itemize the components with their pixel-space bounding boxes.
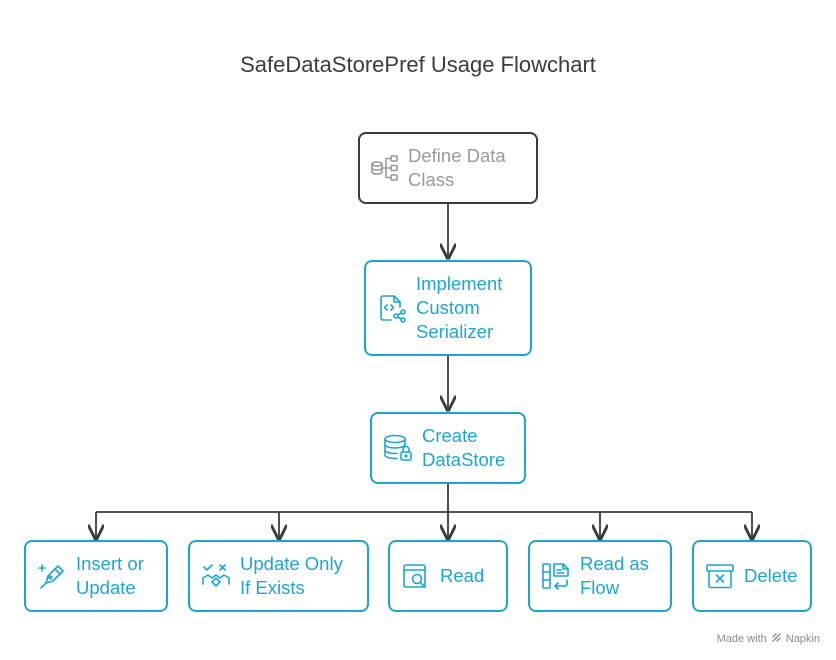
code-share-icon — [376, 292, 408, 324]
pen-plus-icon — [36, 560, 68, 592]
diagram-title: SafeDataStorePref Usage Flowchart — [240, 52, 596, 77]
node-delete: Delete — [692, 540, 812, 612]
made-with-text: Made with — [716, 633, 767, 645]
document-search-icon — [400, 560, 432, 592]
node-read: Read — [388, 540, 508, 612]
node-create-datastore: Create DataStore — [370, 412, 526, 484]
node-label: Define Data Class — [408, 145, 506, 190]
made-with-footer: Made with Napkin — [717, 632, 820, 646]
node-define-data-class: Define Data Class — [358, 132, 538, 204]
database-lock-icon — [382, 432, 414, 464]
node-label: Implement Custom Serializer — [416, 273, 503, 342]
node-label: Create DataStore — [422, 425, 506, 470]
node-label: Read as Flow — [580, 553, 649, 598]
node-update-only-if-exists: Update Only If Exists — [188, 540, 369, 612]
napkin-brand-text: Napkin — [785, 633, 820, 645]
node-insert-or-update: Insert or Update — [24, 540, 168, 612]
node-implement-custom-serializer: Implement Custom Serializer — [364, 260, 532, 356]
archive-delete-icon — [704, 560, 736, 592]
napkin-logo-icon — [771, 632, 782, 646]
check-update-icon — [200, 560, 232, 592]
node-label: Read — [440, 565, 485, 586]
node-label: Insert or Update — [76, 553, 144, 598]
flow-list-icon — [540, 560, 572, 592]
node-label: Delete — [744, 565, 798, 586]
data-tree-icon — [370, 153, 400, 183]
node-label: Update Only If Exists — [240, 553, 343, 598]
node-read-as-flow: Read as Flow — [528, 540, 672, 612]
